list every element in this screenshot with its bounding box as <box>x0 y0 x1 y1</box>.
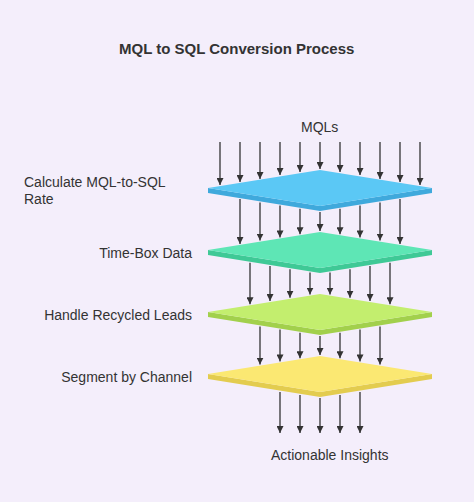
plane-face <box>208 356 432 392</box>
plane-label: Calculate MQL-to-SQL Rate <box>24 174 192 208</box>
flow-arrow <box>239 199 240 244</box>
output-arrow <box>279 392 280 433</box>
flow-arrow <box>309 272 310 294</box>
input-arrow <box>259 142 260 179</box>
flow-arrow <box>259 326 260 364</box>
layer-plane: Segment by Channel <box>20 354 440 400</box>
plane-label-area: Calculate MQL-to-SQL Rate <box>20 168 192 214</box>
layer-plane: Time-Box Data <box>20 230 440 276</box>
input-arrow <box>239 142 240 182</box>
input-arrow <box>379 142 380 179</box>
plane-label: Segment by Channel <box>61 369 192 386</box>
flow-arrow <box>379 326 380 364</box>
flow-arrow <box>349 269 350 298</box>
flow-arrow <box>319 336 320 355</box>
input-arrow <box>419 142 420 185</box>
plane-face <box>208 170 432 206</box>
plane-label: Handle Recycled Leads <box>44 307 192 324</box>
flow-arrow <box>279 206 280 238</box>
input-arrow <box>359 142 360 175</box>
plane-label-area: Segment by Channel <box>20 354 192 400</box>
plane-face <box>208 232 432 268</box>
flow-arrow <box>299 209 300 234</box>
plane-shape <box>20 230 440 276</box>
plane-face <box>208 294 432 330</box>
flow-arrow <box>359 330 360 362</box>
flow-arrow <box>269 266 270 301</box>
flow-arrow <box>279 330 280 362</box>
plane-label: Time-Box Data <box>99 245 192 262</box>
flow-arrow <box>389 263 390 305</box>
input-arrow <box>299 142 300 172</box>
output-arrows <box>280 392 360 433</box>
input-arrow <box>319 142 320 169</box>
output-arrow <box>339 395 340 433</box>
plane-label-area: Time-Box Data <box>20 230 192 276</box>
flow-arrow <box>259 202 260 240</box>
output-arrow <box>299 395 300 433</box>
output-label: Actionable Insights <box>271 447 389 463</box>
flow-arrow <box>339 209 340 234</box>
input-arrow <box>339 142 340 172</box>
plane-label-area: Handle Recycled Leads <box>20 292 192 338</box>
diagram-title: MQL to SQL Conversion Process <box>119 40 354 57</box>
flow-arrow <box>319 212 320 231</box>
flow-arrow <box>359 206 360 238</box>
flow-arrow <box>379 202 380 240</box>
input-arrow <box>279 142 280 175</box>
layer-plane: Calculate MQL-to-SQL Rate <box>20 168 440 214</box>
input-arrow <box>219 142 220 185</box>
flow-arrow <box>369 266 370 301</box>
output-arrow <box>359 392 360 433</box>
input-label: MQLs <box>301 119 338 135</box>
flow-arrow <box>289 269 290 298</box>
input-arrow <box>399 142 400 182</box>
layer-plane: Handle Recycled Leads <box>20 292 440 338</box>
flow-arrow <box>329 272 330 294</box>
output-arrow <box>319 398 320 433</box>
flow-arrow <box>249 263 250 305</box>
flow-arrow <box>299 333 300 358</box>
flow-arrow <box>399 199 400 244</box>
flow-arrow <box>339 333 340 358</box>
